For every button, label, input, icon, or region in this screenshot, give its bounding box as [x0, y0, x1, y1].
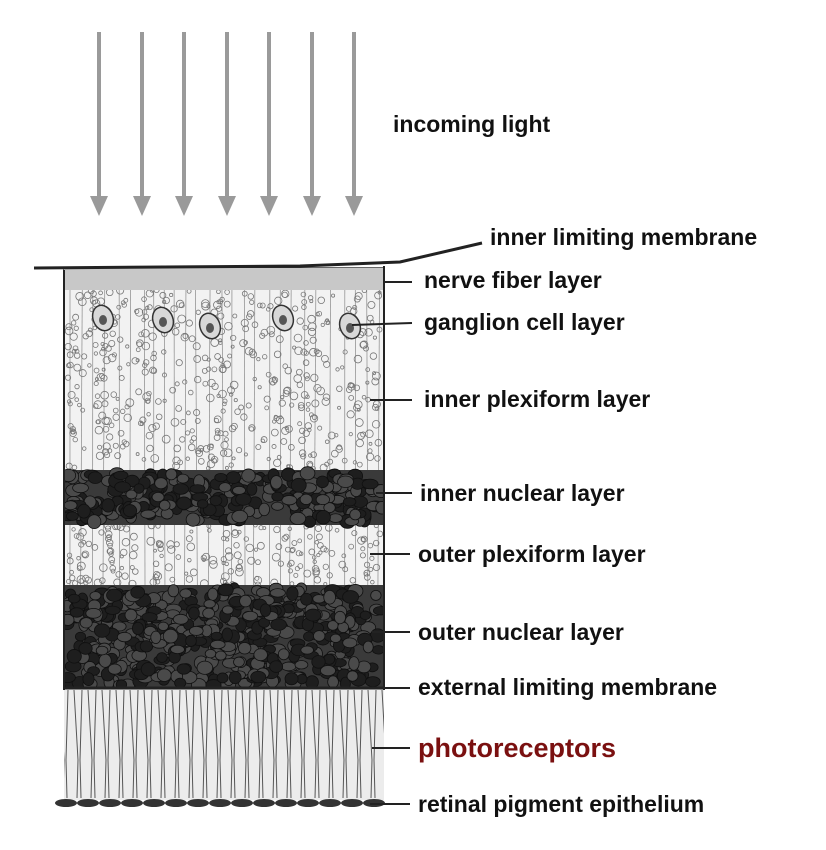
- label-outer-nuclear-layer: outer nuclear layer: [418, 619, 624, 645]
- layer-labels: incoming light inner limiting membrane n…: [351, 111, 757, 817]
- incoming-light-label: incoming light: [393, 111, 550, 137]
- retina-tissue-illustration: [33, 241, 483, 807]
- label-external-limiting-membrane: external limiting membrane: [418, 674, 717, 700]
- label-inner-plexiform-layer: inner plexiform layer: [424, 386, 650, 412]
- arrow-icon: [345, 32, 363, 216]
- arrow-icon: [133, 32, 151, 216]
- arrow-icon: [218, 32, 236, 216]
- label-nerve-fiber-layer: nerve fiber layer: [424, 267, 602, 293]
- incoming-light-arrows: [90, 32, 363, 216]
- arrow-icon: [175, 32, 193, 216]
- arrow-icon: [90, 32, 108, 216]
- label-ganglion-cell-layer: ganglion cell layer: [424, 309, 625, 335]
- arrow-icon: [303, 32, 321, 216]
- label-inner-nuclear-layer: inner nuclear layer: [420, 480, 625, 506]
- label-retinal-pigment-epithelium: retinal pigment epithelium: [418, 791, 704, 817]
- label-inner-limiting-membrane: inner limiting membrane: [490, 224, 757, 250]
- inner-limiting-membrane-line: [33, 241, 483, 270]
- label-outer-plexiform-layer: outer plexiform layer: [418, 541, 646, 567]
- label-photoreceptors: photoreceptors: [418, 733, 616, 763]
- arrow-icon: [260, 32, 278, 216]
